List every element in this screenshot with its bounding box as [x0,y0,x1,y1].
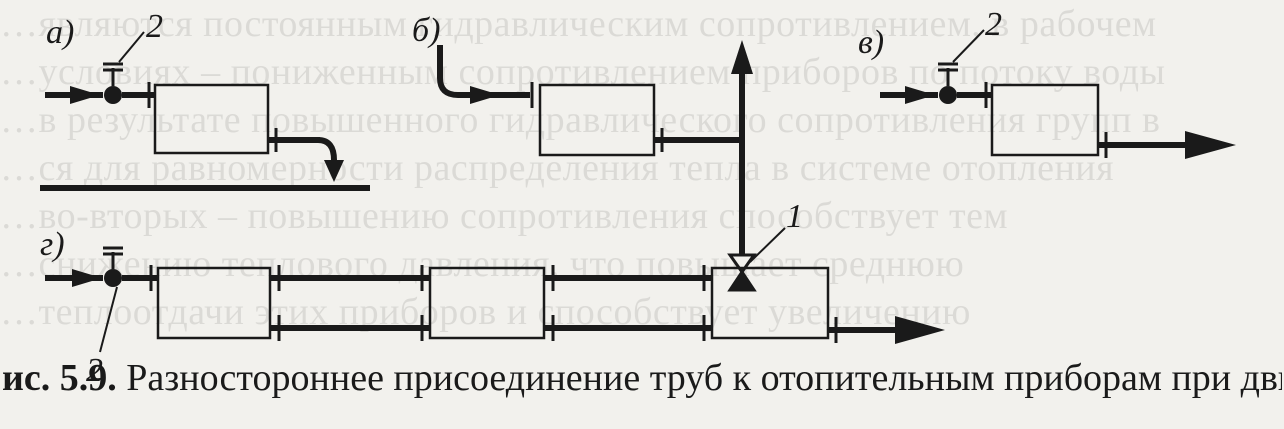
radiator [990,83,1100,157]
flow-arrow-icon [324,160,344,182]
figure-caption-line2: … … [0,404,86,429]
flow-arrow-icon [895,316,945,344]
figure-caption: ис. 5.9. Разностороннее присоединение тр… [2,358,1282,398]
panel-label-g: г) [40,226,65,263]
background-text-line: …теплоотдачи этих приборов и способствуе… [0,292,971,332]
valve-icon [104,86,122,104]
background-text-line: …снижению теплового давления, что повыша… [0,244,965,284]
panel-label-a: а) [46,14,75,51]
flow-arrow-icon [72,269,102,287]
background-text-line: …во-вторых – повышению сопротивления спо… [0,196,1008,236]
panel-a-scheme [40,31,370,191]
callout-leader [952,29,985,63]
radiator [710,266,830,340]
valve-icon [727,269,757,292]
inlet-pipe [437,45,530,98]
background-text-line: …в результате повышенного гидравлическог… [0,100,1161,140]
panel-b-scheme [437,40,786,292]
background-text-line: …являются постоянным гидравлическим сопр… [0,4,1157,44]
callout-number: 2 [985,6,1002,43]
valve-icon [727,253,757,275]
valve-icon [104,269,122,287]
radiator [156,266,272,340]
panel-label-v: в) [858,24,885,61]
flow-arrow-icon [1185,131,1236,159]
callout-number: 1 [786,198,803,235]
callout-number: 2 [146,8,163,45]
callout-leader [118,31,145,63]
callout-leader [749,227,786,263]
callout-number: 2 [86,352,103,389]
callout-leader [99,286,118,353]
valve-icon [939,86,957,104]
panel-v-scheme [880,29,1236,159]
flow-arrow-icon [470,86,500,104]
radiator [153,83,270,155]
flow-arrow-icon [70,86,100,104]
flow-arrow-icon [731,40,753,74]
figure-number: ис. 5.9. [2,358,117,398]
radiator [538,83,656,157]
panel-g-scheme [45,246,945,353]
return-pipe [317,137,337,164]
figure-caption-text: Разностороннее присоединение труб к отоп… [116,358,1282,398]
radiator [428,266,546,340]
panel-label-b: б) [412,12,441,49]
flow-arrow-icon [905,86,935,104]
